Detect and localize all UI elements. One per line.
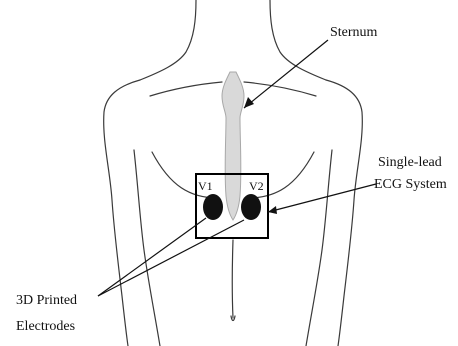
sternum-leader xyxy=(244,40,328,108)
right-shoulder-arm xyxy=(326,80,362,346)
sternum-bone xyxy=(222,72,244,220)
electrodes-label-line2: Electrodes xyxy=(16,319,75,334)
left-torso-side xyxy=(134,150,160,346)
abdomen-line xyxy=(232,240,233,318)
electrode-v2 xyxy=(241,194,261,220)
ecg-system-label-line1: Single-lead xyxy=(378,155,442,170)
neck-left xyxy=(140,0,196,80)
sternum-label: Sternum xyxy=(330,25,378,40)
electrode-label-v2: V2 xyxy=(249,179,264,193)
electrode-v1 xyxy=(203,194,223,220)
neck-right xyxy=(270,0,326,80)
electrode-leader-v2 xyxy=(98,220,244,296)
right-torso-side xyxy=(306,150,332,346)
ecg-system-label-line2: ECG System xyxy=(374,177,447,192)
sternum-arrowhead xyxy=(244,97,254,108)
right-clavicle xyxy=(244,82,316,96)
left-clavicle xyxy=(150,82,222,96)
electrodes-label-line1: 3D Printed xyxy=(16,293,77,308)
system-arrowhead xyxy=(268,206,277,214)
electrode-label-v1: V1 xyxy=(198,179,213,193)
left-shoulder-arm xyxy=(104,80,140,346)
